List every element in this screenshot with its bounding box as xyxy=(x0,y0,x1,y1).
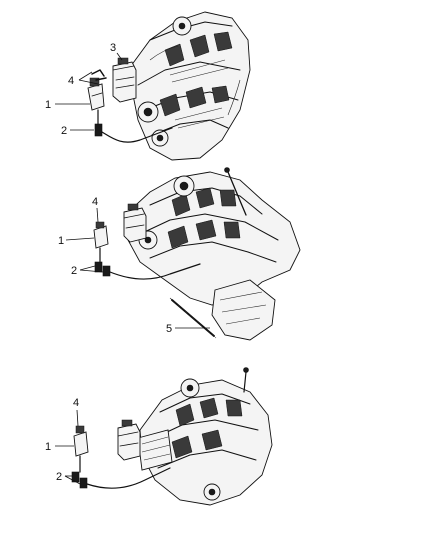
callout-label-3: 3 xyxy=(110,42,116,54)
leader-line xyxy=(78,79,99,85)
bracket-part-4 xyxy=(91,69,107,81)
callout-label-1: 1 xyxy=(45,441,51,453)
sensor-part-1 xyxy=(93,221,109,249)
callout-label-4: 4 xyxy=(92,196,98,208)
sensor-part-1 xyxy=(73,425,89,457)
callout-label-2: 2 xyxy=(56,471,62,483)
leader-line xyxy=(79,265,96,271)
reservoir-middle xyxy=(123,203,147,243)
callout-label-5: 5 xyxy=(166,323,172,335)
reservoir-bottom xyxy=(117,419,141,461)
leader-line xyxy=(65,237,95,241)
engine-illustration-bottom xyxy=(137,367,273,506)
connector-part-2 xyxy=(94,109,173,143)
reservoir-part-3 xyxy=(112,57,137,103)
leader-line xyxy=(78,71,93,81)
engine-illustration-top xyxy=(127,11,251,161)
callout-label-4: 4 xyxy=(73,397,79,409)
engine-view-middle: 4 1 2 5 xyxy=(58,167,301,341)
callout-label-2: 2 xyxy=(61,125,67,137)
connector-part-2 xyxy=(71,455,171,489)
callout-label-4: 4 xyxy=(68,75,74,87)
leader-line xyxy=(64,475,81,485)
leader-line xyxy=(76,409,79,427)
leader-line xyxy=(79,269,104,273)
callout-label-2: 2 xyxy=(71,265,77,277)
engine-view-bottom: 4 1 2 xyxy=(45,367,273,506)
engine-illustration-middle xyxy=(124,167,301,341)
callout-label-1: 1 xyxy=(45,99,51,111)
sensor-part-1 xyxy=(87,77,105,111)
engine-view-top: 3 4 1 2 xyxy=(45,11,251,161)
connector-part-2 xyxy=(94,247,201,280)
callout-label-1: 1 xyxy=(58,235,64,247)
leader-line xyxy=(116,52,123,61)
leader-line xyxy=(96,207,99,223)
probe-part-5 xyxy=(169,297,217,339)
